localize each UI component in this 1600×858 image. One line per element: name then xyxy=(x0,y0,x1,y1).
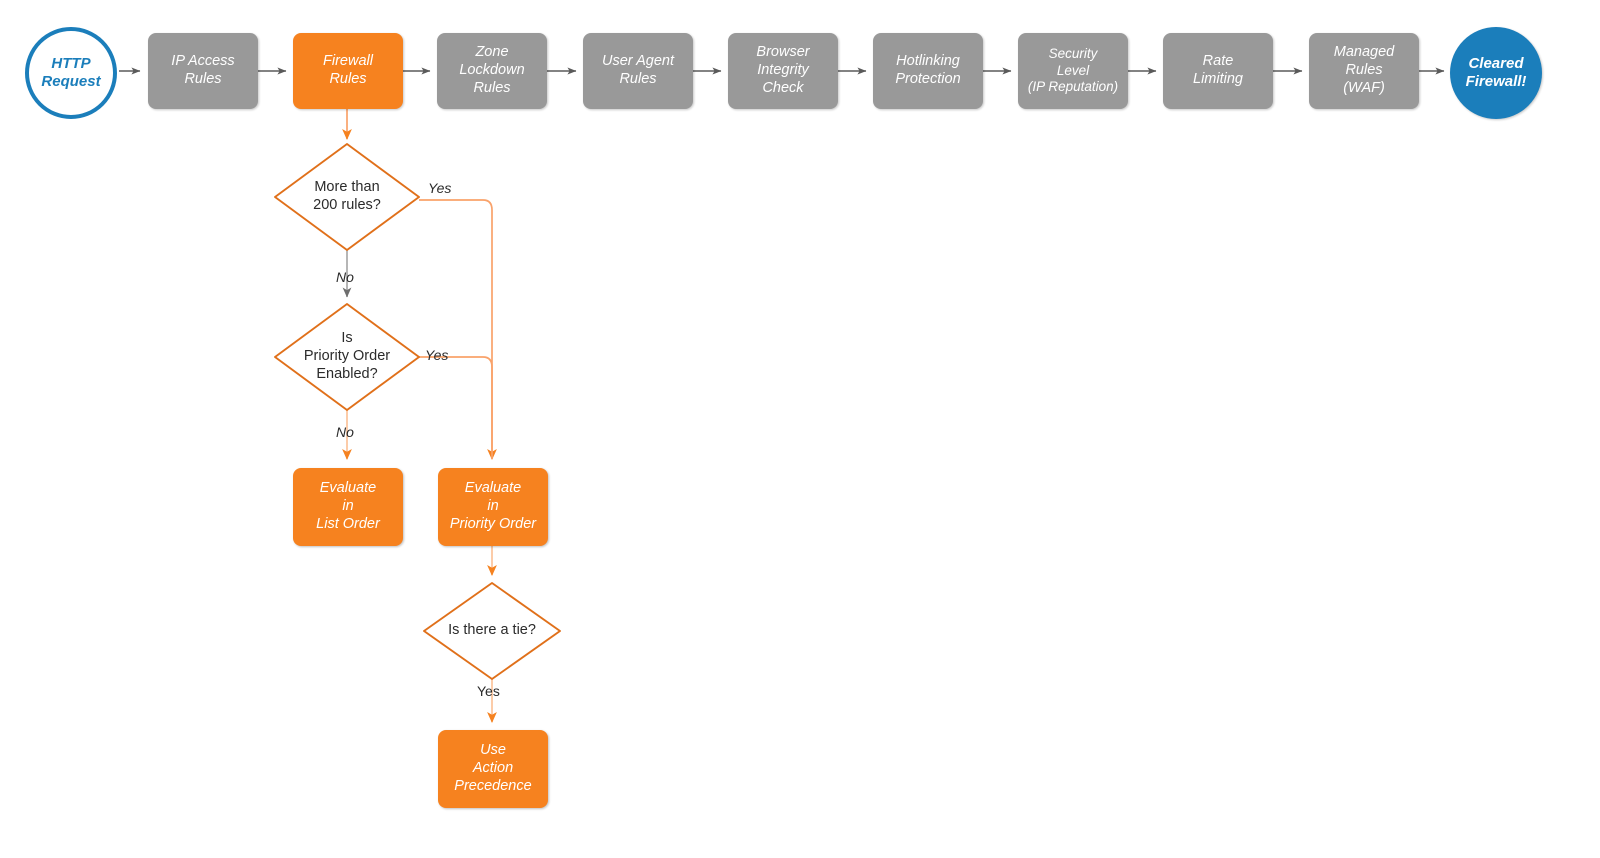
node-label: Evaluate in List Order xyxy=(316,480,380,532)
action-evaluate-in-priority-order[interactable]: Evaluate in Priority Order xyxy=(438,468,548,546)
decision-label: Is Priority Order Enabled? xyxy=(303,330,391,382)
node-label: Firewall Rules xyxy=(323,53,373,87)
node-cleared-firewall[interactable]: Cleared Firewall! xyxy=(1450,27,1542,119)
node-browser-integrity-check[interactable]: Browser Integrity Check xyxy=(728,33,838,109)
decision-is-priority-order-enabled[interactable]: Is Priority Order Enabled? xyxy=(271,325,423,389)
node-label: Security Level (IP Reputation) xyxy=(1027,46,1119,95)
decision-is-there-a-tie[interactable]: Is there a tie? xyxy=(424,613,560,649)
node-label: Rate Limiting xyxy=(1193,53,1243,87)
decision-shapes xyxy=(274,143,561,680)
node-ip-access-rules[interactable]: IP Access Rules xyxy=(148,33,258,109)
edge-label-yes-priority-order: Yes xyxy=(425,347,449,363)
edge-label-no-more-than-200: No xyxy=(336,269,354,285)
node-label: Cleared Firewall! xyxy=(1465,54,1527,90)
node-firewall-rules[interactable]: Firewall Rules xyxy=(293,33,403,109)
node-label: Managed Rules (WAF) xyxy=(1333,44,1395,96)
node-label: Browser Integrity Check xyxy=(756,44,810,96)
node-label: Use Action Precedence xyxy=(454,742,532,794)
edge-label-yes-more-than-200: Yes xyxy=(428,180,452,196)
node-managed-rules-waf[interactable]: Managed Rules (WAF) xyxy=(1309,33,1419,109)
edge-yes-decision2-to-priority xyxy=(419,356,493,459)
node-rate-limiting[interactable]: Rate Limiting xyxy=(1163,33,1273,109)
node-security-level[interactable]: Security Level (IP Reputation) xyxy=(1018,33,1128,109)
node-label: Hotlinking Protection xyxy=(895,53,961,87)
node-label: User Agent Rules xyxy=(602,53,674,87)
edge-label-no-priority-order: No xyxy=(336,424,354,440)
node-label: HTTP Request xyxy=(41,54,101,90)
node-zone-lockdown-rules[interactable]: Zone Lockdown Rules xyxy=(437,33,547,109)
edge-label-yes-is-there-a-tie: Yes xyxy=(477,683,500,699)
node-label: Zone Lockdown Rules xyxy=(459,44,525,96)
decision-label: More than 200 rules? xyxy=(313,179,381,213)
action-evaluate-in-list-order[interactable]: Evaluate in List Order xyxy=(293,468,403,546)
node-hotlinking-protection[interactable]: Hotlinking Protection xyxy=(873,33,983,109)
node-user-agent-rules[interactable]: User Agent Rules xyxy=(583,33,693,109)
edge-yes-decision1-to-priority xyxy=(419,199,497,460)
node-label: Evaluate in Priority Order xyxy=(449,480,537,532)
decision-label: Is there a tie? xyxy=(448,622,536,639)
action-use-action-precedence[interactable]: Use Action Precedence xyxy=(438,730,548,808)
node-http-request[interactable]: HTTP Request xyxy=(25,27,117,119)
decision-more-than-200-rules[interactable]: More than 200 rules? xyxy=(275,171,419,223)
node-label: IP Access Rules xyxy=(171,53,235,87)
